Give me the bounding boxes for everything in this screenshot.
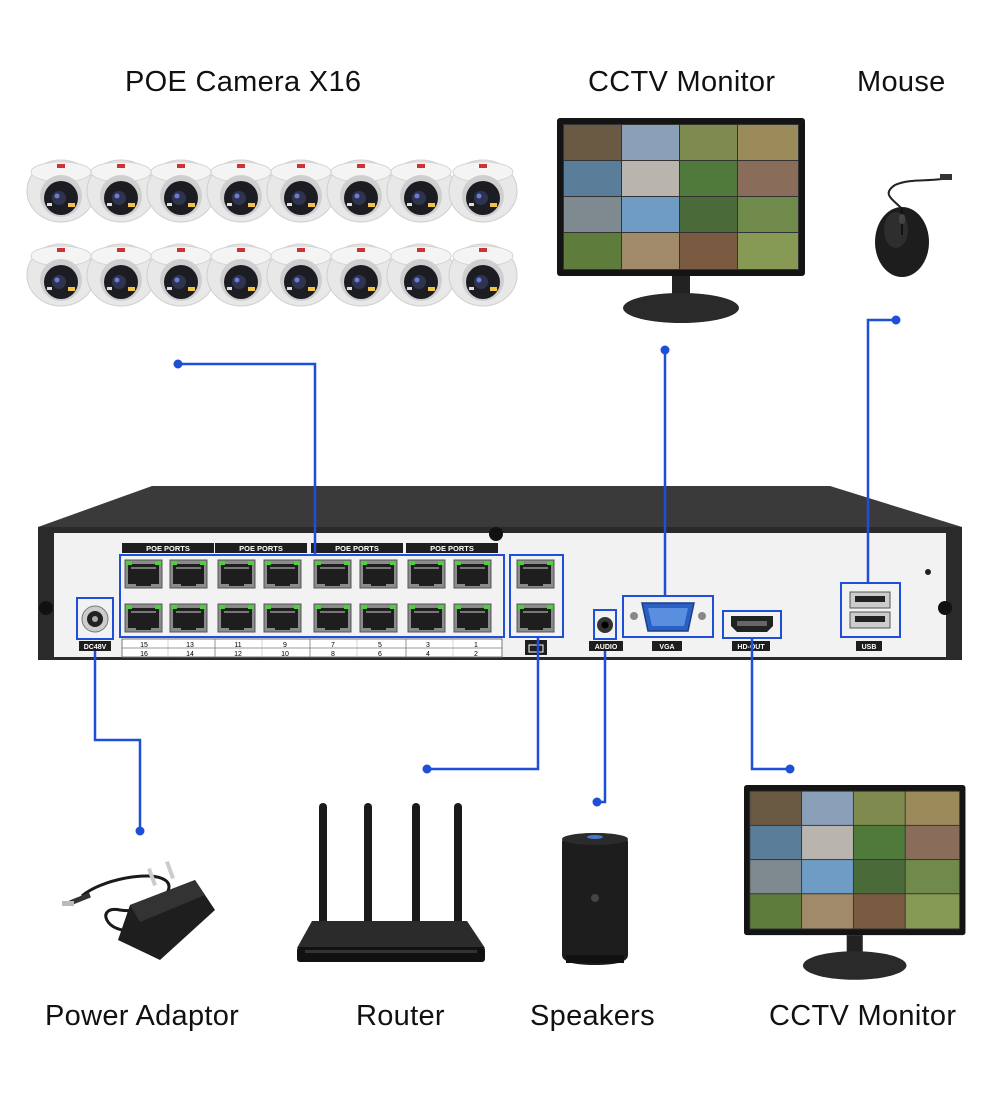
port-number: 6 [378, 651, 382, 658]
connector-dots [135, 315, 901, 836]
power-adaptor-label: Power Adaptor [45, 1000, 240, 1032]
vga-label: VGA [659, 644, 674, 651]
port-number: 10 [281, 651, 289, 658]
monitor-bottom-label: CCTV Monitor [769, 1000, 957, 1032]
audio-label: AUDIO [595, 644, 618, 651]
router-label: Router [356, 1000, 445, 1032]
port-number: 1 [474, 642, 478, 649]
port-number: 5 [378, 642, 382, 649]
dc-power-port[interactable]: DC48V [76, 597, 114, 651]
poe-highlight [119, 554, 505, 638]
port-number: 3 [426, 642, 430, 649]
port-number-strip: 15 13 11 9 7 5 3 1 16 14 12 10 8 6 4 2 [121, 638, 503, 658]
port-number: 4 [426, 651, 430, 658]
monitor-icon [744, 785, 966, 980]
port-number: 8 [331, 651, 335, 658]
port-number: 2 [474, 651, 478, 658]
port-number: 9 [283, 642, 287, 649]
dome-camera-icon [26, 159, 518, 307]
lan-ports[interactable] [509, 554, 564, 655]
speakers-label: Speakers [530, 1000, 655, 1032]
router-icon [297, 803, 485, 962]
monitor-icon [557, 118, 805, 323]
poe-group-label: POE PORTS [335, 544, 379, 553]
connector-lines [93, 318, 896, 831]
port-number: 12 [234, 651, 242, 658]
usb-port[interactable]: USB [840, 582, 901, 651]
dc-label: DC48V [84, 644, 107, 651]
power-adaptor-icon [62, 860, 215, 960]
poe-group-label: POE PORTS [239, 544, 283, 553]
port-number: 16 [140, 651, 148, 658]
vga-port[interactable]: VGA [622, 595, 714, 651]
port-number: 14 [186, 651, 194, 658]
poe-group-label: POE PORTS [146, 544, 190, 553]
mouse-label: Mouse [857, 66, 946, 98]
mouse-icon [875, 174, 952, 277]
port-number: 7 [331, 642, 335, 649]
poe-group-label: POE PORTS [430, 544, 474, 553]
port-number: 11 [234, 642, 241, 649]
poe-port-labels: POE PORTS POE PORTS POE PORTS POE PORTS [122, 543, 498, 553]
cameras-label: POE Camera X16 [125, 66, 362, 98]
port-number: 15 [140, 642, 148, 649]
speaker-icon [562, 833, 628, 965]
usb-label: USB [862, 644, 877, 651]
audio-port[interactable]: AUDIO [589, 609, 623, 651]
poe-camera-group [26, 159, 518, 307]
port-number: 13 [186, 642, 194, 649]
monitor-top-label: CCTV Monitor [588, 66, 776, 98]
